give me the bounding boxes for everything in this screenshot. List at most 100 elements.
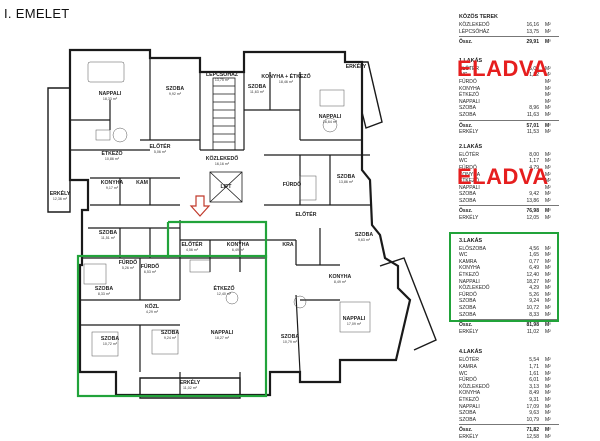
- row-unit: M²: [545, 85, 551, 92]
- row-value: 6,01: [529, 377, 539, 384]
- row-name: ÉTKEZŐ: [459, 178, 480, 185]
- row-unit: M²: [545, 22, 551, 28]
- row-name: FÜRDŐ: [459, 164, 477, 171]
- room-label: KÖZLEKEDŐ: [206, 155, 239, 162]
- row-unit: M²: [545, 272, 551, 279]
- row-unit: M²: [545, 171, 551, 178]
- row-name: FÜRDŐ: [459, 78, 477, 85]
- row-value: 9,24: [529, 298, 539, 305]
- room-area: 11,02 m²: [183, 386, 198, 390]
- room-label: SZOBA: [248, 84, 266, 90]
- stair-block: [212, 77, 236, 151]
- row-unit: M²: [545, 370, 551, 377]
- room-area: 16,64 m²: [323, 120, 338, 124]
- row-value: 1,82: [529, 72, 539, 79]
- room-label: KAM: [136, 180, 148, 186]
- row-unit: M²: [545, 363, 551, 370]
- room-label: ÉTKEZŐ: [213, 284, 234, 292]
- balcony-bottom: [139, 377, 241, 399]
- row-value: 11,63: [526, 111, 539, 118]
- balcony-value: 12,05: [526, 215, 539, 222]
- room-label: KRA: [282, 242, 293, 248]
- room-area: 10,72 m²: [103, 342, 118, 346]
- row-value: 17,09: [526, 403, 539, 410]
- row-name: SZOBA: [459, 105, 476, 112]
- row-value: 3,13: [529, 383, 539, 390]
- row-unit: M²: [545, 258, 551, 265]
- row-unit: M²: [545, 410, 551, 417]
- row-value: 6,49: [529, 265, 539, 272]
- row-unit: M²: [545, 158, 551, 165]
- room-area: 10,79 m²: [283, 340, 298, 344]
- row-value: 1,71: [529, 363, 539, 370]
- room-area: 17,09 m²: [347, 322, 362, 326]
- room-area: 5,26 m²: [122, 266, 135, 270]
- divider: [459, 119, 559, 121]
- row-value: 10,72: [526, 305, 539, 311]
- row-value: 0,77: [529, 258, 539, 265]
- room-label: ERKÉLY: [180, 378, 201, 386]
- row-value: 9,31: [529, 396, 539, 403]
- row-name: NAPPALI: [459, 278, 480, 285]
- row-unit: M²: [545, 265, 551, 272]
- row-unit: M²: [545, 184, 551, 191]
- total-value: 29,91: [526, 39, 539, 46]
- row-value: 1,65: [529, 252, 539, 259]
- row-unit: M²: [545, 197, 551, 204]
- room-area: 9,63 m²: [358, 238, 371, 242]
- row-name: ÉTKEZŐ: [459, 396, 480, 403]
- row-value: 1,61: [529, 370, 539, 377]
- row-value: [517, 99, 539, 106]
- room-label: ERKÉLY: [50, 189, 71, 197]
- room-label: SZOBA: [101, 336, 119, 342]
- total-name: Össz.: [459, 322, 473, 329]
- row-value: 8,49: [529, 390, 539, 397]
- row-value: [517, 92, 539, 99]
- row-value: 5,06: [529, 65, 539, 72]
- row-name: ÉTKEZŐ: [459, 92, 480, 99]
- row-unit: M²: [545, 403, 551, 410]
- row-unit: M²: [545, 28, 551, 35]
- balcony-unit: M²: [545, 433, 551, 440]
- room-area: 9,24 m²: [164, 336, 177, 340]
- row-name: WC: [459, 370, 468, 377]
- total-value: 57,01: [526, 122, 539, 129]
- row-unit: M²: [545, 311, 551, 318]
- room-area: 16,16 m²: [215, 162, 230, 166]
- row-unit: M²: [545, 65, 551, 72]
- room-label: SZOBA: [166, 86, 184, 92]
- room-label: NAPPALI: [99, 91, 122, 97]
- row-name: ELŐTÉR: [459, 151, 480, 158]
- flat3-plan-highlight: [76, 254, 268, 398]
- room-label: KONYHA: [329, 274, 352, 280]
- sold-stamp-flat1: ELADVA: [457, 55, 549, 81]
- room-label: LÉPCSŐHÁZ: [206, 70, 239, 78]
- divider: [459, 205, 559, 207]
- room-area: 18,46 m²: [279, 80, 294, 84]
- row-name: KÖZLEKEDŐ: [459, 22, 490, 28]
- room-area: 12,36 m²: [53, 197, 68, 201]
- total-unit: M²: [545, 208, 551, 215]
- room-area: 9,17 m²: [106, 186, 119, 190]
- row-unit: M²: [545, 78, 551, 85]
- room-label: ELŐTÉR: [181, 240, 202, 248]
- room-label: SZOBA: [161, 330, 179, 336]
- row-name: KAMRA: [459, 258, 477, 265]
- balcony-right-bottom: [379, 257, 437, 351]
- total-name: Össz.: [459, 39, 473, 46]
- row-name: FÜRDŐ: [459, 291, 477, 298]
- row-name: NAPPALI: [459, 403, 480, 410]
- row-name: WC: [459, 252, 468, 259]
- room-label: LIFT: [221, 184, 233, 190]
- flat4-title: 4.LAKÁS: [459, 349, 483, 356]
- row-unit: M²: [545, 111, 551, 118]
- total-value: 76,98: [526, 208, 539, 215]
- row-value: 4,79: [529, 164, 539, 171]
- room-label: FÜRDŐ: [283, 181, 301, 188]
- room-area: 10,86 m²: [105, 157, 120, 161]
- balcony-unit: M²: [545, 129, 551, 136]
- row-value: 9,63: [529, 410, 539, 417]
- row-name: SZOBA: [459, 410, 476, 417]
